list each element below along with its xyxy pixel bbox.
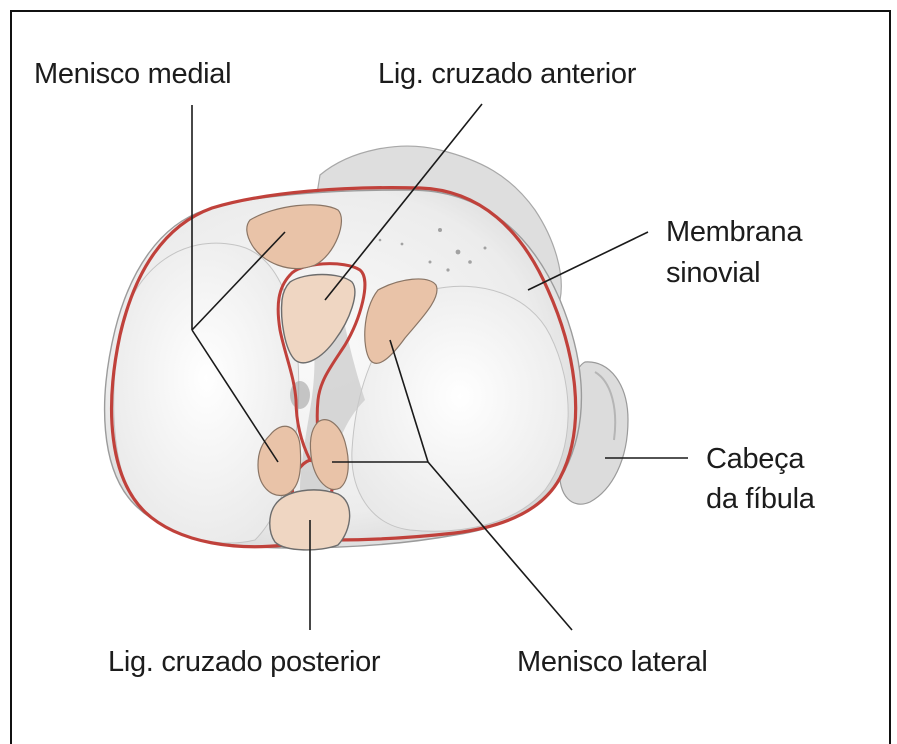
label-menisco-medial: Menisco medial (34, 57, 231, 91)
label-membrana-sinovial-2: sinovial (666, 256, 760, 290)
medial-condyle (114, 243, 299, 543)
label-cabeca-1: Cabeça (706, 442, 804, 476)
label-membrana-sinovial-1: Membrana (666, 215, 802, 249)
label-lig-cruzado-posterior: Lig. cruzado posterior (108, 645, 380, 679)
label-menisco-lateral: Menisco lateral (517, 645, 708, 679)
label-cabeca-2: da fíbula (706, 482, 815, 516)
label-lig-cruzado-anterior: Lig. cruzado anterior (378, 57, 636, 91)
